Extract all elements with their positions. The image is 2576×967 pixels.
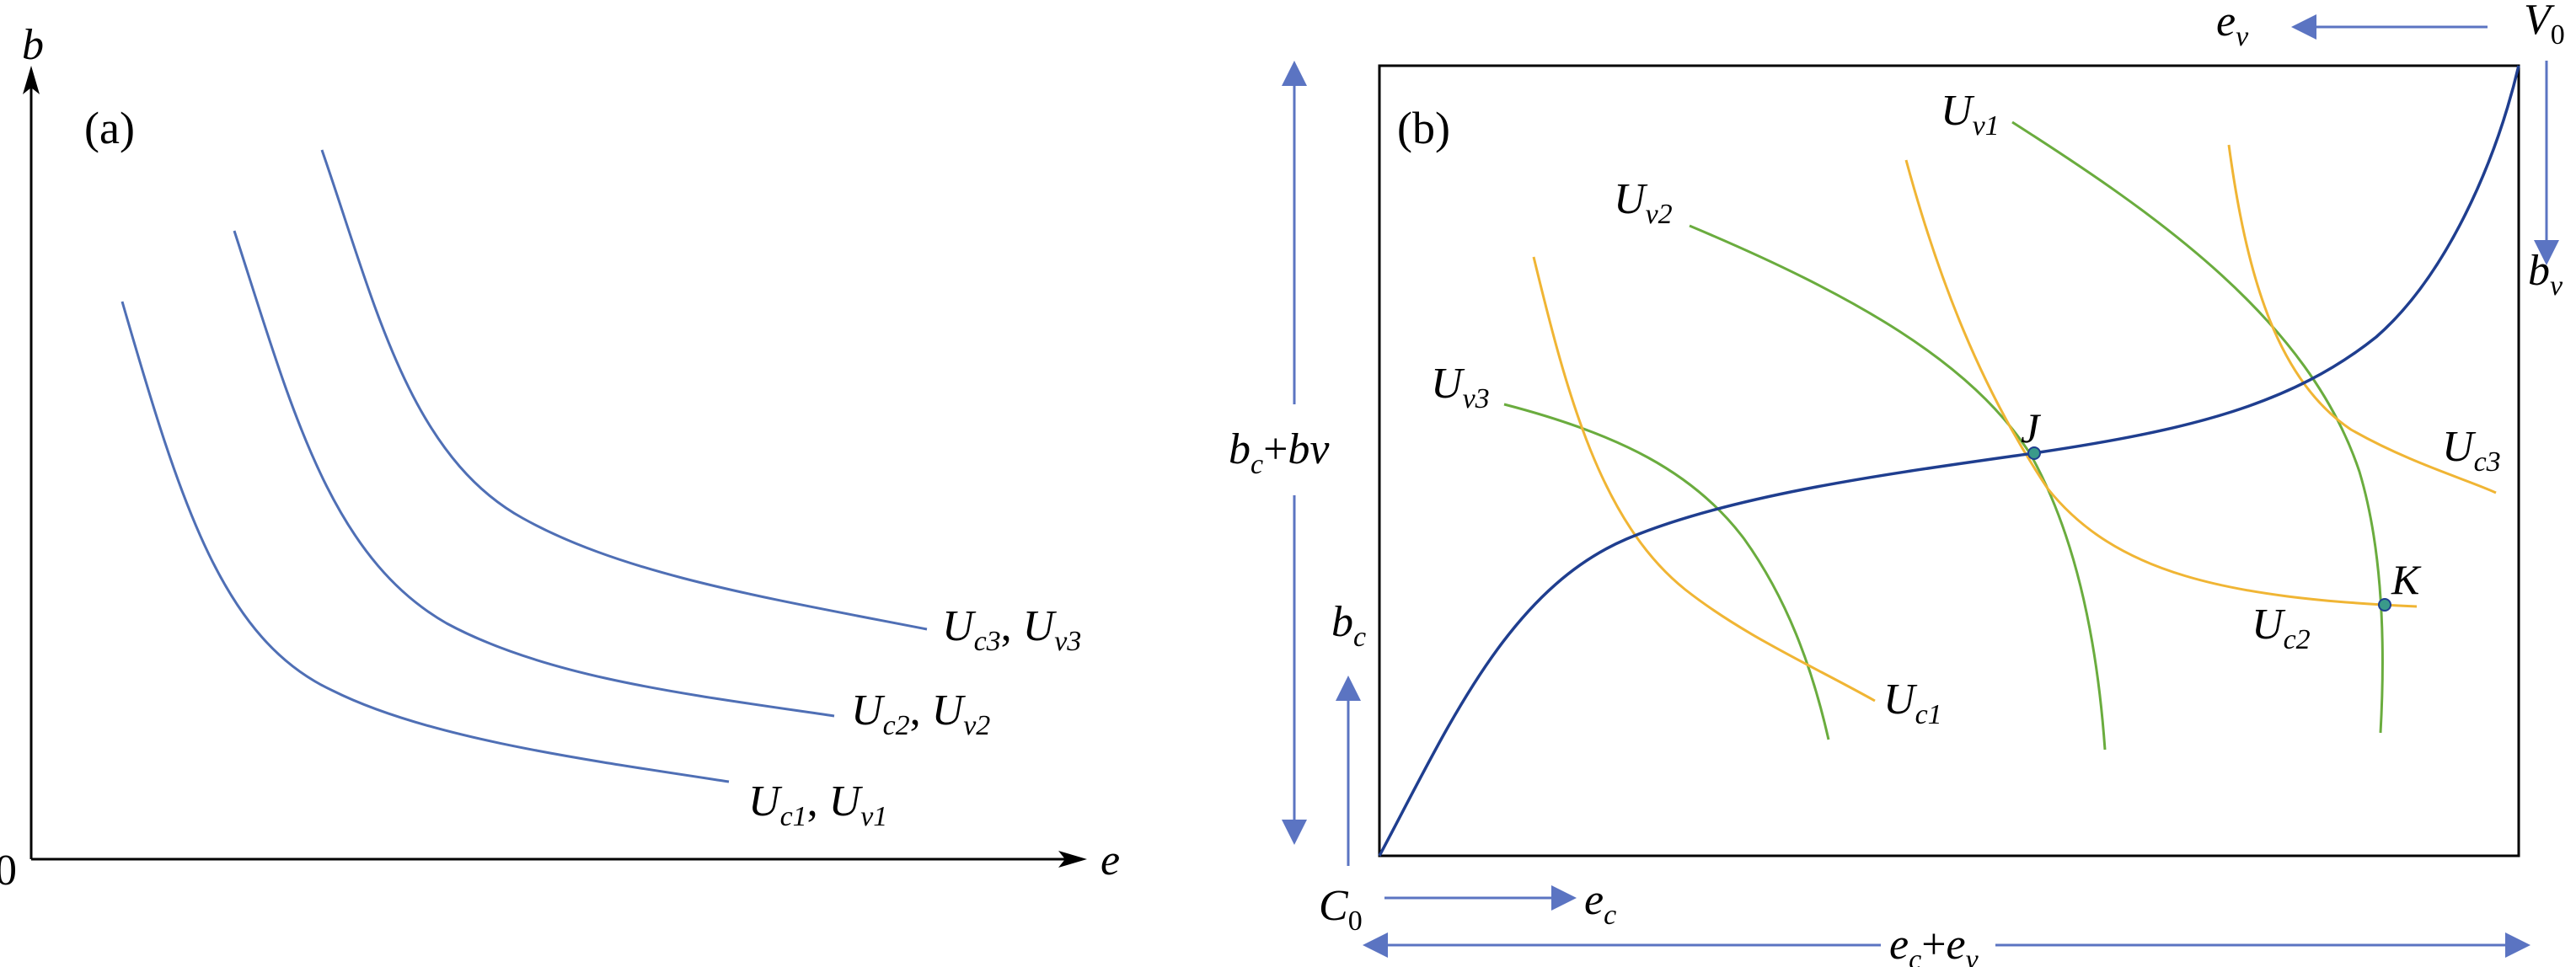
producer-curve-v3 — [1503, 403, 1830, 740]
total-width-label: ec+ev — [1889, 921, 1979, 967]
consumer-curve-c3 — [2227, 144, 2497, 494]
producer-curve-v3-label: Uv3 — [1431, 360, 1490, 414]
panel-a-y-axis-arrowhead — [23, 66, 40, 94]
contract-curve — [1378, 65, 2520, 857]
consumer-curve-c3-label: Uc3 — [2442, 423, 2501, 478]
panel-a: b e 0 (a) Uc1, Uv1 Uc2, Uv2 Uc3, Uv3 — [0, 21, 1120, 895]
ec-label: ec — [1584, 876, 1616, 931]
ev-label: ev — [2216, 0, 2249, 52]
panel-a-origin-label: 0 — [0, 847, 17, 895]
panel-b-title: (b) — [1397, 103, 1450, 153]
panel-a-title: (a) — [84, 103, 135, 153]
point-k-label: K — [2391, 556, 2422, 603]
producer-curve-v2-label: Uv2 — [1614, 175, 1673, 230]
bc-label: bc — [1331, 598, 1366, 653]
panel-a-curve-3-label: Uc3, Uv3 — [942, 602, 1081, 657]
origin-v0-label: V0 — [2524, 0, 2565, 51]
producer-curve-v2 — [1689, 224, 2107, 751]
panel-a-x-axis-arrowhead — [1058, 851, 1087, 868]
producer-curve-v1-label: Uv1 — [1941, 87, 2000, 142]
panel-a-curve-2 — [233, 230, 835, 718]
consumer-curve-c1 — [1532, 256, 1876, 703]
panel-b: (b) J K Uv1 Uv2 Uv3 Uc1 Uc2 Uc3 — [1229, 0, 2565, 967]
consumer-curve-c2-label: Uc2 — [2252, 601, 2311, 655]
consumer-curve-c1-label: Uc1 — [1883, 676, 1942, 730]
point-j-marker — [2027, 446, 2041, 460]
panel-a-curve-3 — [320, 149, 928, 631]
total-height-label: bc+bv — [1229, 425, 1330, 480]
point-k-marker — [2378, 598, 2391, 612]
panel-a-x-axis-label: e — [1101, 836, 1120, 884]
consumer-curve-c2 — [1904, 159, 2418, 608]
panel-a-curve-1 — [120, 301, 730, 783]
panel-a-y-axis-label: b — [22, 21, 44, 69]
edgeworth-box — [1378, 64, 2520, 857]
panel-a-curve-1-label: Uc1, Uv1 — [748, 777, 887, 832]
point-j-label: J — [2021, 404, 2042, 451]
producer-curve-v1 — [2011, 120, 2384, 734]
panel-a-curve-2-label: Uc2, Uv2 — [851, 687, 990, 741]
origin-c0-label: C0 — [1319, 882, 1363, 937]
bv-label: bv — [2528, 247, 2563, 302]
